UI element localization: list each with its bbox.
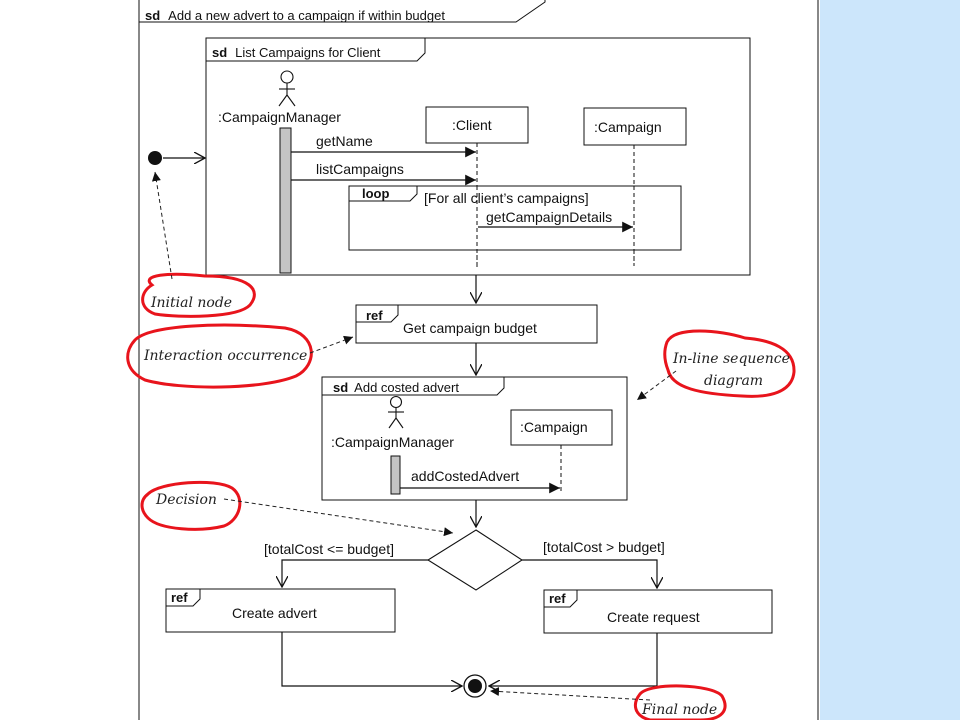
annotation-interaction-occurrence: Interaction occurrence xyxy=(126,323,354,389)
annotation-inline-sequence: In-line sequence diagram xyxy=(636,329,796,401)
campaign-manager-actor-2 xyxy=(388,395,404,429)
msg-get-name: getName xyxy=(316,133,373,149)
svg-text:ref: ref xyxy=(171,590,188,605)
campaign-manager-activation-2 xyxy=(390,455,401,495)
campaign-lifeline-head-2 xyxy=(510,409,613,446)
svg-text:Create request: Create request xyxy=(607,609,700,625)
annotation-decision: Decision xyxy=(140,480,454,537)
svg-text:In-line sequence: In-line sequence xyxy=(672,351,790,367)
decision-node xyxy=(426,529,524,591)
msg-add-costed-advert: addCostedAdvert xyxy=(411,468,519,484)
loop-keyword: loop xyxy=(362,186,389,201)
ref-get-campaign-budget: ref Get campaign budget xyxy=(355,304,598,344)
client-label: :Client xyxy=(452,117,492,133)
svg-text:Final node: Final node xyxy=(641,702,717,718)
svg-text:Initial node: Initial node xyxy=(150,295,232,311)
campaign-label-2: :Campaign xyxy=(520,419,588,435)
svg-text:ref: ref xyxy=(366,308,383,323)
svg-text:Get campaign budget: Get campaign budget xyxy=(403,320,537,336)
svg-text:ref: ref xyxy=(549,591,566,606)
campaign-label: :Campaign xyxy=(594,119,662,135)
campaign-manager-label: :CampaignManager xyxy=(218,109,341,125)
guard-over-budget: [totalCost > budget] xyxy=(543,539,665,555)
ref-create-request: ref Create request xyxy=(543,589,773,634)
svg-text:Interaction occurrence: Interaction occurrence xyxy=(143,348,307,364)
campaign-lifeline-head xyxy=(583,107,687,146)
side-panel xyxy=(820,0,960,720)
svg-text:Create advert: Create advert xyxy=(232,605,317,621)
flow-to-create-request xyxy=(522,559,657,588)
client-lifeline-head xyxy=(425,106,529,144)
loop-guard: [For all client’s campaigns] xyxy=(424,190,589,206)
guard-within-budget: [totalCost <= budget] xyxy=(264,541,394,557)
annotation-final-node: Final node xyxy=(489,684,727,720)
ref-create-advert: ref Create advert xyxy=(165,588,396,633)
msg-list-campaigns: listCampaigns xyxy=(316,161,404,177)
svg-text:Decision: Decision xyxy=(155,492,217,508)
svg-text:diagram: diagram xyxy=(704,373,763,389)
flow-advert-to-final xyxy=(281,632,462,686)
campaign-manager-activation xyxy=(279,127,292,274)
initial-node xyxy=(148,151,162,165)
final-node xyxy=(463,674,487,698)
flow-request-to-final xyxy=(489,633,658,686)
loop-fragment xyxy=(348,185,682,251)
annotation-initial-node: Initial node xyxy=(141,171,256,318)
campaign-manager-actor xyxy=(278,70,296,107)
campaign-manager-label-2: :CampaignManager xyxy=(331,434,454,450)
msg-get-details: getCampaignDetails xyxy=(486,209,612,225)
flow-to-create-advert xyxy=(282,559,428,587)
